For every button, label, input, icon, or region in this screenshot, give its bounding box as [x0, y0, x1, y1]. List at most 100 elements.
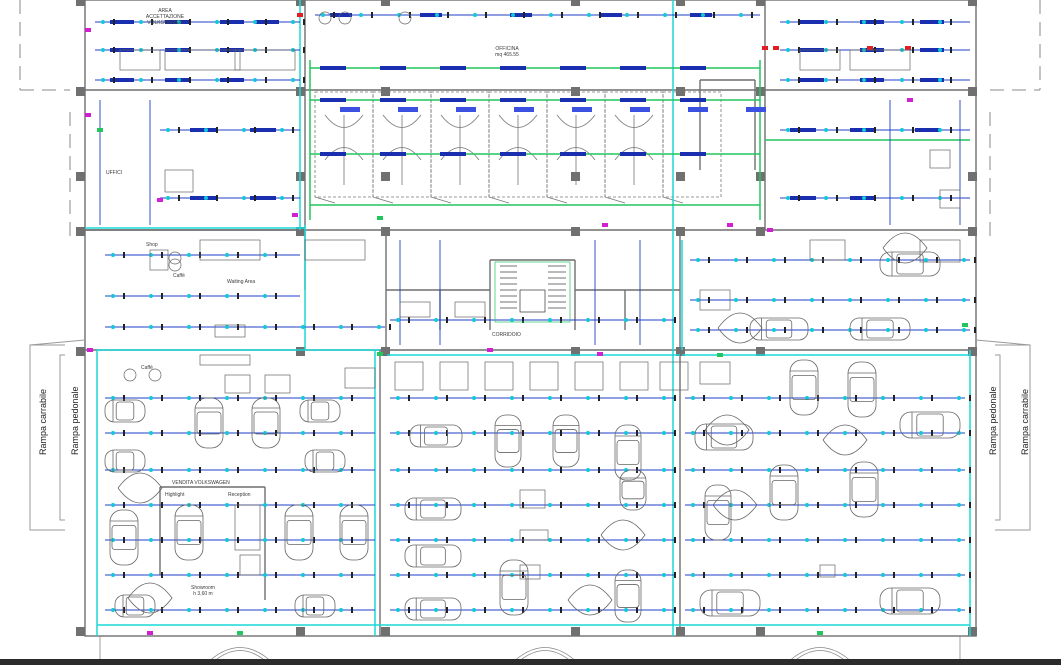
sensor-dot: [225, 503, 229, 507]
sensor-dot: [434, 431, 438, 435]
light-fixture: [220, 78, 244, 82]
tick: [303, 47, 305, 53]
sensor-dot: [843, 538, 847, 542]
car-cabin: [616, 439, 640, 465]
sensor-dot: [339, 573, 343, 577]
sensor-dot: [729, 396, 733, 400]
bay-outline: [604, 91, 664, 198]
sensor-dot: [339, 325, 343, 329]
tick: [784, 327, 786, 333]
tick: [303, 77, 305, 83]
furniture-item: [519, 564, 541, 580]
sensor-dot: [225, 468, 229, 472]
platform-arc: [704, 414, 750, 446]
sensor-dot: [548, 431, 552, 435]
sensor-dot: [101, 20, 105, 24]
tick: [161, 572, 163, 578]
tick: [817, 537, 819, 543]
column: [296, 627, 305, 636]
sensor-dot: [739, 13, 743, 17]
car-body: [284, 504, 314, 561]
car: [704, 484, 732, 541]
sensor-dot: [301, 538, 305, 542]
car-cabin: [341, 520, 367, 546]
light-fixture: [190, 128, 216, 132]
column: [676, 0, 685, 6]
car: [251, 397, 281, 449]
car-cabin: [315, 451, 335, 471]
device-mark: [87, 348, 93, 352]
tick: [351, 607, 353, 613]
tick: [161, 467, 163, 473]
tick: [161, 252, 163, 258]
sensor-dot: [767, 538, 771, 542]
car-cabin: [616, 584, 640, 608]
tick: [113, 47, 115, 53]
tick: [560, 572, 562, 578]
sensor-dot: [786, 78, 790, 82]
sensor-dot: [805, 431, 809, 435]
car-body: [499, 559, 529, 616]
sensor-dot: [396, 608, 400, 612]
platform-rotation: [882, 232, 928, 264]
car-cabin: [501, 575, 527, 601]
equipment-symbol: [338, 11, 352, 25]
tick: [746, 257, 748, 263]
sensor-dot: [662, 608, 666, 612]
sensor-dot: [510, 431, 514, 435]
tick: [598, 317, 600, 323]
sensor-dot: [924, 298, 928, 302]
sensor-dot: [586, 318, 590, 322]
device-mark: [377, 216, 383, 220]
sensor-dot: [881, 468, 885, 472]
sensor-dot: [624, 608, 628, 612]
car-body: [404, 497, 462, 521]
bay-fixture: [456, 107, 476, 112]
tick: [351, 395, 353, 401]
car-cabin: [621, 480, 645, 500]
device-markers: [85, 12, 976, 635]
tick: [227, 19, 229, 25]
tick: [751, 12, 753, 18]
platform-arc: [882, 232, 928, 264]
door-swing: [604, 196, 626, 204]
car: [614, 569, 642, 623]
sensor-dot: [810, 328, 814, 332]
tick: [237, 324, 239, 330]
tick: [123, 502, 125, 508]
sensor-dot: [900, 20, 904, 24]
tick: [113, 19, 115, 25]
sensor-dot: [187, 396, 191, 400]
sensor-dot: [691, 538, 695, 542]
platform-rotation: [822, 424, 868, 456]
tick: [199, 502, 201, 508]
sensor-dot: [624, 573, 628, 577]
car: [879, 251, 941, 277]
car: [849, 461, 879, 518]
sensor-dot: [301, 325, 305, 329]
sensor-dot: [396, 573, 400, 577]
tick: [598, 467, 600, 473]
sensor-dot: [225, 431, 229, 435]
column: [676, 227, 685, 236]
car: [299, 399, 341, 423]
furniture-item: [239, 554, 261, 576]
car-body: [194, 397, 224, 449]
tick: [237, 607, 239, 613]
sensor-dot: [824, 128, 828, 132]
column: [968, 227, 977, 236]
tick: [275, 572, 277, 578]
column: [381, 172, 390, 181]
tick: [598, 537, 600, 543]
tick: [522, 430, 524, 436]
tick: [446, 537, 448, 543]
sensor-dot: [177, 20, 181, 24]
tick: [746, 327, 748, 333]
tick: [216, 195, 218, 201]
car-cabin: [771, 479, 797, 505]
tick: [674, 537, 676, 543]
car-cabin: [305, 596, 325, 616]
table-round: [148, 368, 162, 382]
car: [619, 469, 647, 511]
sensor-dot: [187, 573, 191, 577]
